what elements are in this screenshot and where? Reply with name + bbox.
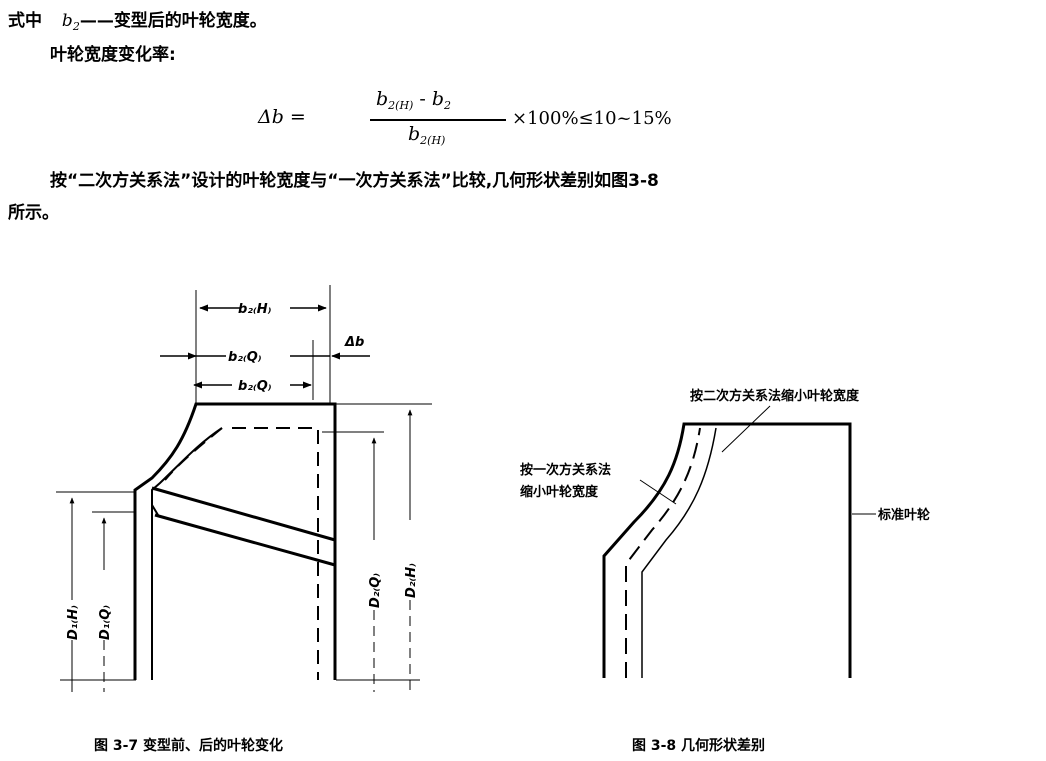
figure-3-7	[56, 285, 432, 692]
modified-profile-dashed	[232, 427, 319, 680]
definition-variable-base: b	[61, 11, 73, 31]
formula-denominator: b2(H)	[408, 123, 445, 147]
formula-numerator: b2(H) - b2	[376, 88, 451, 112]
label-linear-method-1: 按一次方关系法	[520, 462, 611, 478]
comparison-paragraph: 按“二次方关系法”设计的叶轮宽度与“一次方关系法”比较,几何形状差别如图3-8	[50, 171, 659, 191]
numerator-minus: -	[413, 88, 432, 110]
denominator-b: b	[408, 123, 421, 145]
modified-curve-dashed	[164, 427, 223, 481]
numerator-b-sub: 2(H)	[388, 99, 414, 112]
rate-heading: 叶轮宽度变化率:	[50, 45, 176, 65]
outer-shroud	[133, 402, 337, 680]
label-d2q: D₂₍Q₎	[368, 573, 383, 608]
quadratic-method-profile	[641, 427, 717, 678]
formula-lhs: Δb =	[258, 106, 306, 128]
label-delta-b: Δb	[344, 335, 364, 350]
definition-prefix: 式中	[8, 11, 42, 31]
label-quadratic-method: 按二次方关系法缩小叶轮宽度	[690, 388, 860, 404]
comparison-paragraph-cont: 所示。	[8, 203, 59, 223]
linear-method-profile	[625, 427, 701, 678]
figure-3-8-labels: 按二次方关系法缩小叶轮宽度 按一次方关系法 缩小叶轮宽度 标准叶轮	[520, 388, 930, 523]
definition-variable-sub: 2	[72, 20, 80, 33]
figure-3-7-labels: b₂₍H₎ b₂₍Q₎ Δb b₂₍Q₎ D₁₍H₎ D₁₍Q₎ D₂₍Q₎ D…	[66, 302, 419, 640]
numerator-b2: b	[431, 88, 445, 110]
numerator-b: b	[376, 88, 389, 110]
numerator-b2-sub: 2	[444, 99, 452, 112]
label-d1q: D₁₍Q₎	[98, 605, 113, 640]
standard-impeller	[602, 422, 852, 678]
width-change-formula: Δb = b2(H) - b2 b2(H) ×100%≤10~15%	[258, 86, 728, 150]
definition-line: 式中 b2——变型后的叶轮宽度。	[8, 6, 267, 33]
label-b2h: b₂₍H₎	[238, 302, 272, 317]
definition-text: ——变型后的叶轮宽度。	[79, 11, 267, 31]
label-linear-method-2: 缩小叶轮宽度	[520, 484, 599, 500]
caption-figure-3-8: 图 3-8 几何形状差别	[632, 738, 766, 754]
label-b2q-lower: b₂₍Q₎	[238, 379, 272, 394]
label-b2q-upper: b₂₍Q₎	[228, 350, 262, 365]
label-d2h: D₂₍H₎	[404, 563, 419, 598]
label-standard-impeller: 标准叶轮	[877, 507, 930, 523]
fraction-bar	[370, 119, 506, 121]
formula-rhs: ×100%≤10~15%	[512, 108, 672, 129]
definition-variable: b2	[61, 11, 80, 33]
label-d1h: D₁₍H₎	[66, 605, 81, 640]
figure-3-8	[602, 405, 876, 678]
caption-figure-3-7: 图 3-7 变型前、后的叶轮变化	[94, 738, 284, 754]
denominator-b-sub: 2(H)	[420, 134, 446, 147]
